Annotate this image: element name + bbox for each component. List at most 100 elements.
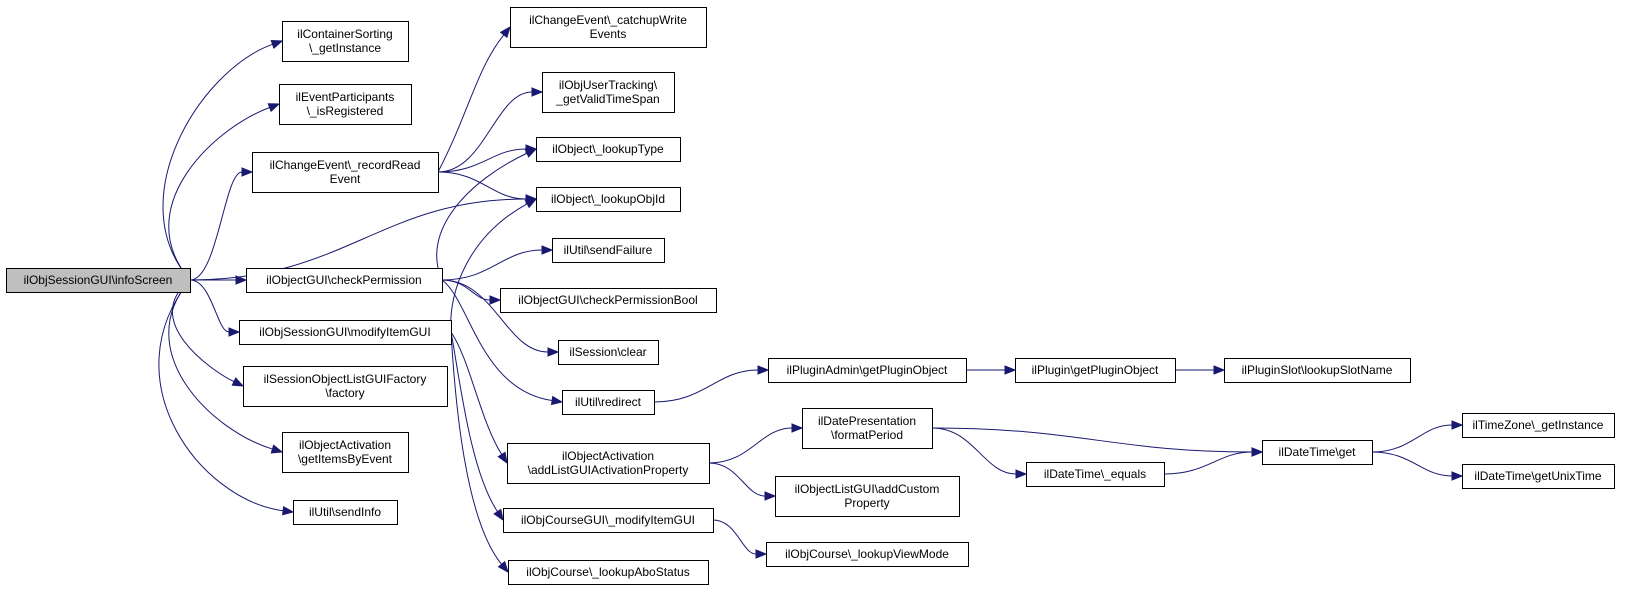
node-getPluginObject[interactable]: ilPlugin\getPluginObject — [1015, 358, 1176, 383]
node-box-getValidTimeSpan[interactable] — [542, 72, 675, 113]
node-box-lookupObjId[interactable] — [536, 187, 681, 212]
edge-infoScreen-to-containerSorting — [162, 43, 273, 281]
node-box-getUnixTime[interactable] — [1462, 464, 1615, 489]
arrowhead-modifyItemGUI-to-lookupAboStatus — [497, 560, 509, 574]
node-sendInfo[interactable]: ilUtil\sendInfo — [293, 500, 398, 525]
edge-modifyItemGUI-to-addListGUIActivationProperty — [450, 331, 503, 455]
node-box-lookupViewMode[interactable] — [766, 542, 969, 567]
node-label-addCustomProperty-line-1: Property — [844, 496, 889, 510]
node-box-redirect[interactable] — [562, 390, 655, 415]
node-checkPermissionBool[interactable]: ilObjectGUI\checkPermissionBool — [500, 288, 717, 313]
node-dateTimeGet[interactable]: ilDateTime\get — [1262, 440, 1373, 465]
node-box-modifyItemGUI[interactable] — [239, 320, 452, 345]
node-addListGUIActivationProperty[interactable]: ilObjectActivation\addListGUIActivationP… — [507, 443, 710, 484]
node-infoScreen[interactable]: ilObjSessionGUI\infoScreen — [6, 268, 191, 293]
node-box-recordReadEvent[interactable] — [252, 152, 439, 193]
node-box-dateTimeGet[interactable] — [1262, 440, 1373, 465]
node-getValidTimeSpan[interactable]: ilObjUserTracking\_getValidTimeSpan — [542, 72, 675, 113]
node-label-getUnixTime-line-0: ilDateTime\getUnixTime — [1474, 469, 1601, 483]
node-box-checkPermission[interactable] — [246, 268, 443, 293]
node-getItemsByEvent[interactable]: ilObjectActivation\getItemsByEvent — [282, 432, 409, 473]
node-box-catchupWriteEvents[interactable] — [510, 7, 707, 48]
edges-layer — [158, 25, 1464, 574]
node-dateEquals[interactable]: ilDateTime\_equals — [1026, 462, 1165, 487]
node-label-addListGUIActivationProperty-line-0: ilObjectActivation — [562, 449, 654, 463]
arrowhead-infoScreen-to-getItemsByEvent — [270, 444, 284, 454]
node-lookupViewMode[interactable]: ilObjCourse\_lookupViewMode — [766, 542, 969, 567]
edge-infoScreen-to-recordReadEvent — [189, 171, 243, 281]
edge-infoScreen-to-modifyItemGUI — [189, 279, 230, 333]
node-box-lookupAboStatus[interactable] — [508, 560, 709, 585]
node-box-getPluginObjectAdmin[interactable] — [768, 358, 967, 383]
node-box-dateEquals[interactable] — [1026, 462, 1165, 487]
arrowhead-formatPeriod-to-dateEquals — [1015, 469, 1028, 479]
node-label-catchupWriteEvents-line-0: ilChangeEvent\_catchupWrite — [529, 13, 687, 27]
node-eventParticipants[interactable]: ilEventParticipants\_isRegistered — [279, 84, 412, 125]
node-box-lookupType[interactable] — [536, 137, 681, 162]
node-box-sessionClear[interactable] — [558, 340, 659, 365]
node-containerSorting[interactable]: ilContainerSorting\_getInstance — [282, 21, 409, 62]
node-sessionClear[interactable]: ilSession\clear — [558, 340, 659, 365]
node-courseModifyItemGUI[interactable]: ilObjCourseGUI\_modifyItemGUI — [503, 508, 714, 533]
node-box-courseModifyItemGUI[interactable] — [503, 508, 714, 533]
node-getPluginObjectAdmin[interactable]: ilPluginAdmin\getPluginObject — [768, 358, 967, 383]
node-box-sendFailure[interactable] — [552, 238, 665, 263]
node-label-listGUIFactory-line-0: ilSessionObjectListGUIFactory — [264, 372, 427, 386]
edge-modifyItemGUI-to-lookupAboStatus — [450, 331, 503, 565]
arrowhead-courseModifyItemGUI-to-lookupViewMode — [755, 549, 768, 559]
node-label-getItemsByEvent-line-1: \getItemsByEvent — [298, 452, 393, 466]
node-lookupType[interactable]: ilObject\_lookupType — [536, 137, 681, 162]
edge-redirect-to-getPluginObjectAdmin — [653, 369, 759, 403]
node-label-lookupType-line-0: ilObject\_lookupType — [552, 142, 664, 156]
node-label-lookupViewMode-line-0: ilObjCourse\_lookupViewMode — [785, 547, 949, 561]
node-box-formatPeriod[interactable] — [802, 408, 933, 449]
node-sendFailure[interactable]: ilUtil\sendFailure — [552, 238, 665, 263]
node-box-addListGUIActivationProperty[interactable] — [507, 443, 710, 484]
edge-formatPeriod-to-dateTimeGet — [931, 427, 1253, 453]
node-lookupAboStatus[interactable]: ilObjCourse\_lookupAboStatus — [508, 560, 709, 585]
edge-checkPermission-to-checkPermissionBool — [441, 279, 491, 301]
node-box-timeZoneGetInstance[interactable] — [1462, 413, 1615, 438]
node-box-checkPermissionBool[interactable] — [500, 288, 717, 313]
node-label-addCustomProperty-line-0: ilObjectListGUI\addCustom — [795, 482, 940, 496]
edge-courseModifyItemGUI-to-lookupViewMode — [712, 519, 757, 555]
node-box-getItemsByEvent[interactable] — [282, 432, 409, 473]
arrowhead-dateTimeGet-to-getUnixTime — [1451, 471, 1464, 481]
node-getUnixTime[interactable]: ilDateTime\getUnixTime — [1462, 464, 1615, 489]
node-label-sendFailure-line-0: ilUtil\sendFailure — [564, 243, 653, 257]
node-listGUIFactory[interactable]: ilSessionObjectListGUIFactory\factory — [243, 366, 448, 407]
node-modifyItemGUI[interactable]: ilObjSessionGUI\modifyItemGUI — [239, 320, 452, 345]
node-label-getItemsByEvent-line-0: ilObjectActivation — [299, 438, 391, 452]
node-box-containerSorting[interactable] — [282, 21, 409, 62]
arrowhead-recordReadEvent-to-catchupWriteEvents — [499, 25, 511, 39]
arrowhead-checkPermission-to-redirect — [550, 395, 564, 406]
edge-addListGUIActivationProperty-to-formatPeriod — [708, 427, 793, 464]
node-label-recordReadEvent-line-1: Event — [330, 172, 361, 186]
node-checkPermission[interactable]: ilObjectGUI\checkPermission — [246, 268, 443, 293]
node-label-lookupSlotName-line-0: ilPluginSlot\lookupSlotName — [1242, 363, 1393, 377]
node-label-courseModifyItemGUI-line-0: ilObjCourseGUI\_modifyItemGUI — [521, 513, 695, 527]
node-label-dateTimeGet-line-0: ilDateTime\get — [1279, 445, 1357, 459]
node-box-sendInfo[interactable] — [293, 500, 398, 525]
node-lookupObjId[interactable]: ilObject\_lookupObjId — [536, 187, 681, 212]
node-formatPeriod[interactable]: ilDatePresentation\formatPeriod — [802, 408, 933, 449]
arrowhead-checkPermission-to-checkPermissionBool — [489, 295, 502, 305]
nodes-layer: ilObjSessionGUI\infoScreen ilContainerSor… — [6, 7, 1615, 585]
node-redirect[interactable]: ilUtil\redirect — [562, 390, 655, 415]
node-box-listGUIFactory[interactable] — [243, 366, 448, 407]
node-label-dateEquals-line-0: ilDateTime\_equals — [1044, 467, 1146, 481]
node-label-getPluginObjectAdmin-line-0: ilPluginAdmin\getPluginObject — [787, 363, 948, 377]
node-lookupSlotName[interactable]: ilPluginSlot\lookupSlotName — [1224, 358, 1411, 383]
node-timeZoneGetInstance[interactable]: ilTimeZone\_getInstance — [1462, 413, 1615, 438]
node-box-getPluginObject[interactable] — [1015, 358, 1176, 383]
node-label-modifyItemGUI-line-0: ilObjSessionGUI\modifyItemGUI — [259, 325, 430, 339]
node-box-infoScreen[interactable] — [6, 268, 191, 293]
node-box-lookupSlotName[interactable] — [1224, 358, 1411, 383]
node-box-addCustomProperty[interactable] — [775, 476, 960, 517]
node-label-catchupWriteEvents-line-1: Events — [590, 27, 627, 41]
node-box-eventParticipants[interactable] — [279, 84, 412, 125]
node-label-getValidTimeSpan-line-1: _getValidTimeSpan — [555, 92, 659, 106]
